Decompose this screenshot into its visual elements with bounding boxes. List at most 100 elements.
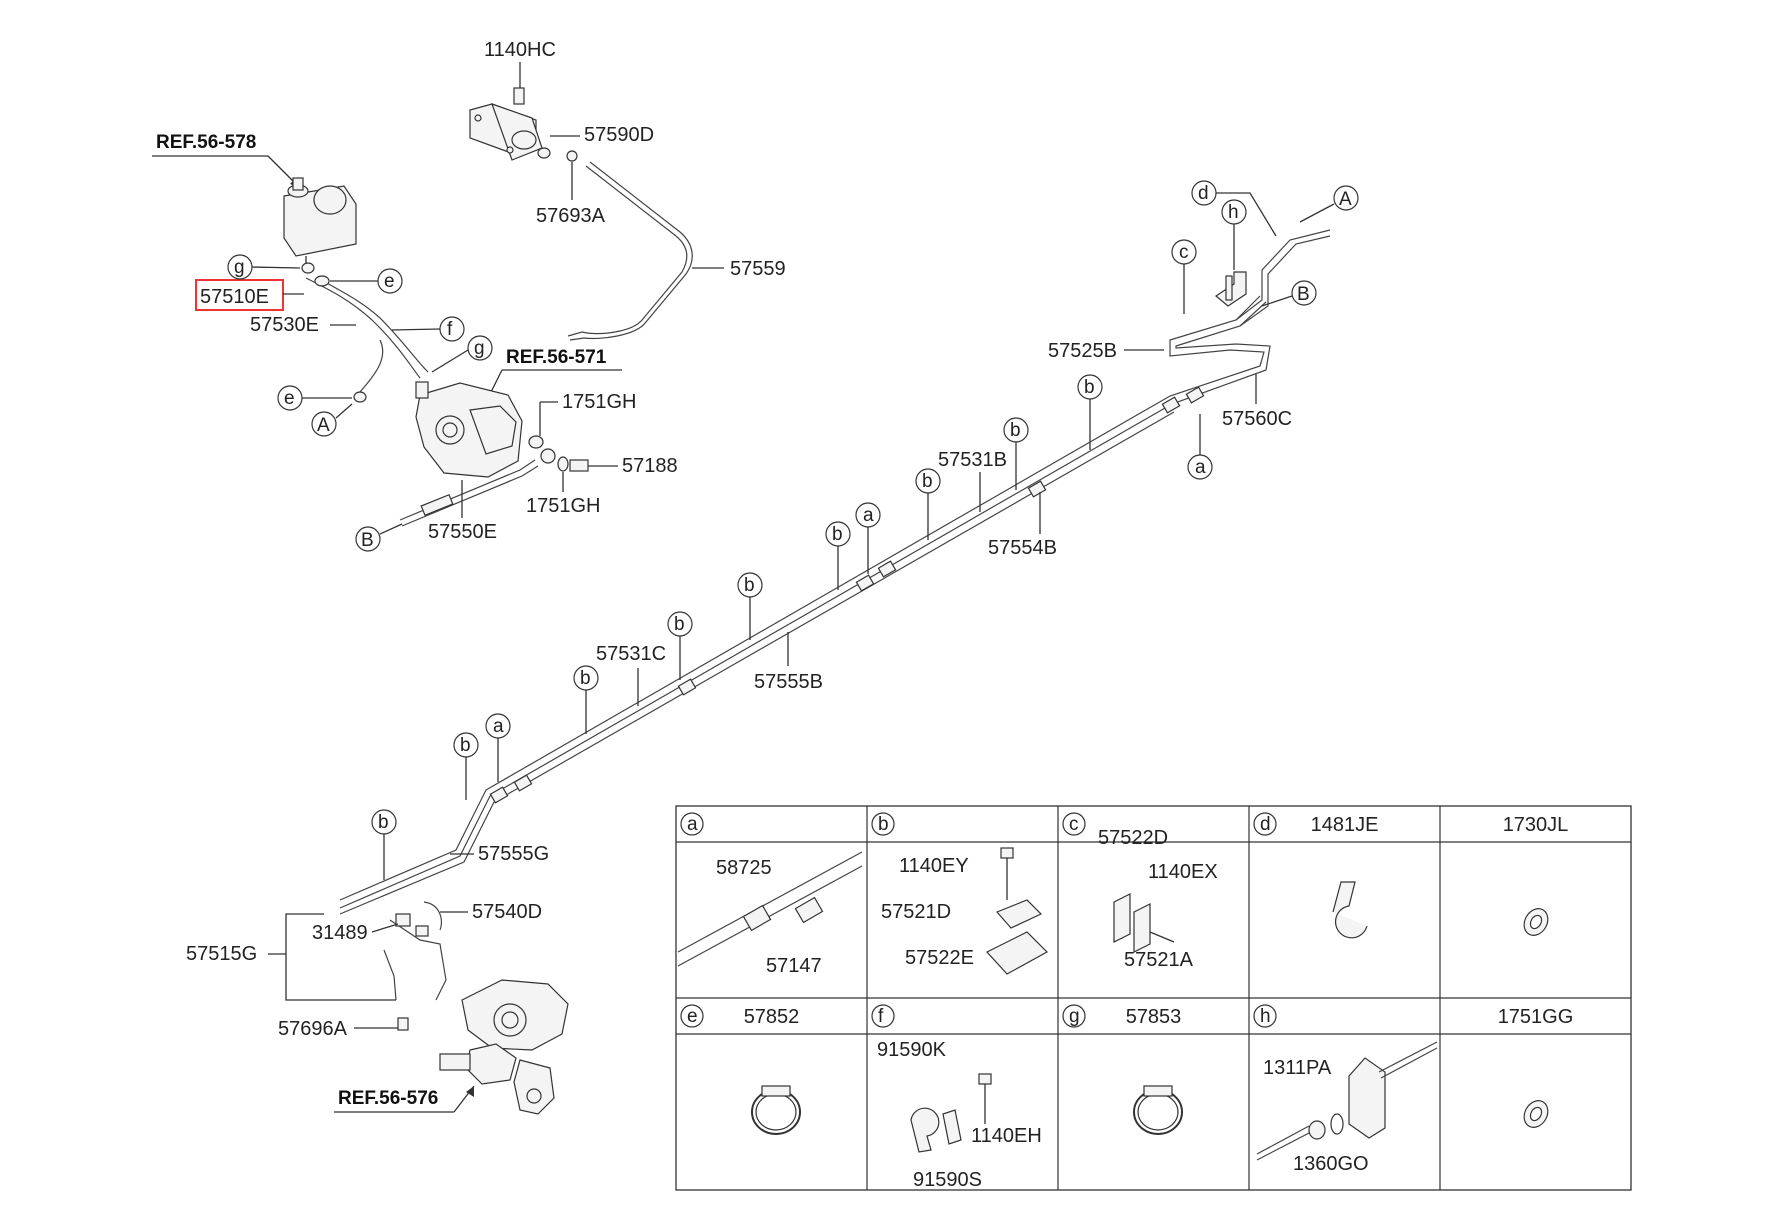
table-cell-title[interactable]: 57852 bbox=[744, 1006, 800, 1028]
callout-b-8-text: b bbox=[460, 735, 471, 756]
callout-b-3-text: b bbox=[922, 471, 933, 492]
table-part-label[interactable]: 57521A bbox=[1124, 949, 1194, 971]
table-cell-title[interactable]: 57853 bbox=[1126, 1006, 1182, 1028]
part-label-57525b[interactable]: 57525B bbox=[1048, 340, 1117, 362]
table-cell-key-circle bbox=[680, 812, 704, 836]
callout-e-1-text: e bbox=[384, 271, 395, 292]
part-label-57188[interactable]: 57188 bbox=[622, 455, 678, 477]
table-part-label[interactable]: 1140EY bbox=[899, 855, 969, 877]
ref-label-56-578[interactable]: REF.56-578 bbox=[156, 132, 256, 153]
highlight-box bbox=[195, 279, 284, 311]
table-part-label[interactable]: 57521D bbox=[881, 901, 951, 923]
part-label-57555g[interactable]: 57555G bbox=[478, 843, 549, 865]
part-label-31489[interactable]: 31489 bbox=[312, 922, 368, 944]
table-part-label[interactable]: 57522D bbox=[1098, 827, 1168, 849]
reservoir-tank bbox=[283, 177, 357, 272]
part-label-57590d[interactable]: 57590D bbox=[584, 124, 654, 146]
callout-f-1-text: f bbox=[447, 319, 453, 340]
power-steering-pump bbox=[415, 381, 523, 478]
callout-b-5-text: b bbox=[744, 575, 755, 596]
table-cell-drawing bbox=[1256, 1041, 1438, 1161]
table-part-label[interactable]: 1360GO bbox=[1293, 1153, 1369, 1175]
callout-a-2-text: a bbox=[863, 505, 874, 526]
part-label-57696a[interactable]: 57696A bbox=[278, 1018, 348, 1040]
table-part-label[interactable]: 1311PA bbox=[1263, 1057, 1332, 1079]
callout-B-2-text: B bbox=[1297, 284, 1310, 305]
table-cell-key: b bbox=[878, 814, 889, 835]
part-label-57550e[interactable]: 57550E bbox=[428, 521, 497, 543]
callout-B-1[interactable] bbox=[355, 526, 381, 552]
part-label-1751gh-a[interactable]: 1751GH bbox=[562, 391, 637, 413]
table-cell: g 57853 bbox=[1062, 1004, 1183, 1135]
table-cell-key: e bbox=[687, 1006, 698, 1027]
table-part-label[interactable]: 1140EX bbox=[1148, 861, 1218, 883]
table-cell-drawing bbox=[986, 847, 1048, 975]
part-label-57554b[interactable]: 57554B bbox=[988, 537, 1057, 559]
table-cell-drawing bbox=[1113, 893, 1175, 953]
main-pipe[interactable] bbox=[339, 295, 1271, 915]
part-label-57531b[interactable]: 57531B bbox=[938, 449, 1007, 471]
table-cell: 1730JL bbox=[1503, 814, 1569, 936]
callout-B-2[interactable] bbox=[1291, 280, 1317, 306]
callout-a-1-text: a bbox=[1195, 457, 1206, 478]
table-cell-key-circle bbox=[1253, 812, 1277, 836]
table-cell-drawing bbox=[677, 851, 863, 967]
part-label-57531c[interactable]: 57531C bbox=[596, 643, 666, 665]
table-cell-drawing bbox=[910, 1073, 992, 1153]
callout-b-6-text: b bbox=[674, 614, 685, 635]
part-label-1751gh-b[interactable]: 1751GH bbox=[526, 495, 601, 517]
part-label-57530e[interactable]: 57530E bbox=[250, 314, 319, 336]
hose-57510e[interactable] bbox=[305, 277, 429, 393]
table-cell-drawing bbox=[1523, 908, 1549, 936]
table-part-label[interactable]: 91590S bbox=[913, 1169, 982, 1191]
callout-A-1[interactable] bbox=[311, 411, 337, 437]
table-part-label[interactable]: 1140EH bbox=[971, 1125, 1042, 1147]
table-cell-title[interactable]: 1730JL bbox=[1503, 814, 1569, 836]
callout-A-2-text: A bbox=[1339, 189, 1352, 210]
callout-b-2-text: b bbox=[1010, 420, 1021, 441]
table-part-label[interactable]: 57147 bbox=[766, 955, 822, 977]
table-cell-key-circle bbox=[1062, 1004, 1086, 1028]
table-cell-key-circle bbox=[1062, 812, 1086, 836]
table-cell-key-circle bbox=[871, 1004, 895, 1028]
table-cell-drawing bbox=[1332, 881, 1368, 939]
table-part-label[interactable]: 57522E bbox=[905, 947, 974, 969]
part-label-57559[interactable]: 57559 bbox=[730, 258, 786, 280]
callout-b-1-text: b bbox=[1084, 377, 1095, 398]
callout-e-2-text: e bbox=[284, 388, 295, 409]
table-part-label[interactable]: 58725 bbox=[716, 857, 772, 879]
callout-h-text: h bbox=[1228, 202, 1239, 223]
part-label-57555b[interactable]: 57555B bbox=[754, 671, 823, 693]
table-cell-drawing bbox=[1133, 1085, 1183, 1135]
callout-g-2[interactable] bbox=[467, 335, 493, 361]
part-label-1140hc[interactable]: 1140HC bbox=[484, 39, 556, 61]
table-cell: h 1311PA 1360GO bbox=[1253, 1004, 1438, 1175]
table-cell-key: h bbox=[1260, 1006, 1271, 1027]
callout-g-1-text: g bbox=[234, 257, 245, 278]
table-cell-title[interactable]: 1481JE bbox=[1311, 814, 1379, 836]
part-label-57515g[interactable]: 57515G bbox=[186, 943, 257, 965]
table-cell-key: g bbox=[1069, 1006, 1080, 1027]
table-cell-key-circle bbox=[871, 812, 895, 836]
hose-57550e[interactable] bbox=[399, 459, 539, 527]
part-label-57693a[interactable]: 57693A bbox=[536, 205, 606, 227]
table-cell-drawing bbox=[751, 1085, 801, 1135]
part-label-57560c[interactable]: 57560C bbox=[1222, 408, 1292, 430]
table-cell-title[interactable]: 1751GG bbox=[1498, 1006, 1574, 1028]
steering-gear bbox=[439, 979, 569, 1115]
table-cell: b 1140EY 57521D 57522E bbox=[871, 812, 1048, 975]
callout-a-3-text: a bbox=[493, 716, 504, 737]
ref-label-56-571[interactable]: REF.56-571 bbox=[506, 347, 607, 368]
part-label-57540d[interactable]: 57540D bbox=[472, 901, 542, 923]
parts-table: a5872557147b1140EY57521D57522Ec57522D114… bbox=[675, 805, 1632, 1191]
pipe-end-right bbox=[1214, 229, 1331, 327]
return-line-57559[interactable] bbox=[567, 161, 693, 341]
table-part-label[interactable]: 91590K bbox=[877, 1039, 947, 1061]
callout-A-2[interactable] bbox=[1333, 185, 1359, 211]
part-label-57510e[interactable]: 57510E bbox=[200, 286, 269, 308]
ref-label-56-576[interactable]: REF.56-576 bbox=[338, 1088, 438, 1109]
